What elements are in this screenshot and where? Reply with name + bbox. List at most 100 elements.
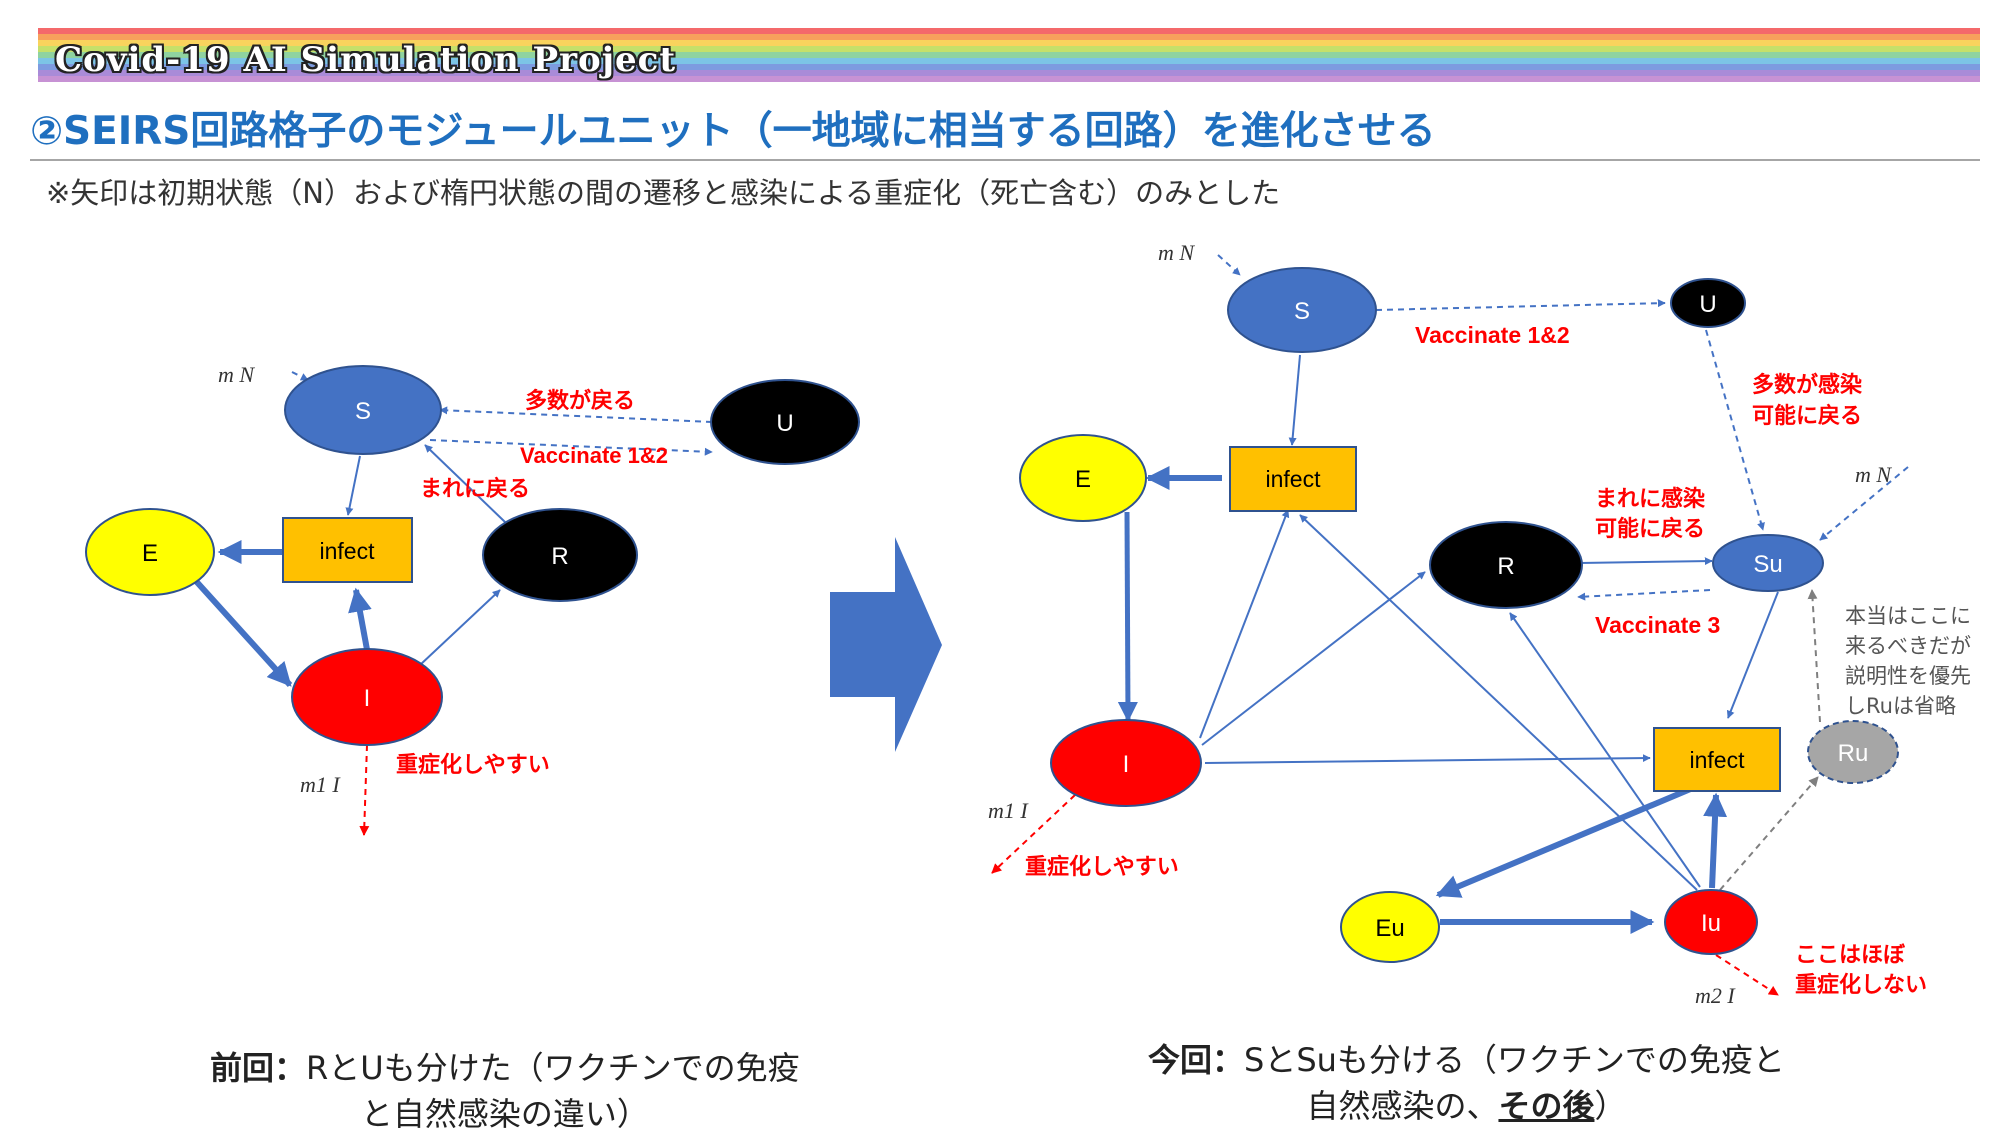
right-edge-s-infect	[1288, 354, 1301, 446]
right-rarely-severe-label-1: ここはほぼ	[1795, 943, 1906, 968]
right-rarely-severe-label-2: 重症化しない	[1795, 972, 1927, 998]
left-vaccinate-label: Vaccinate 1&2	[520, 443, 668, 468]
left-edge-s-infect	[345, 455, 361, 516]
caption-current-line2c: ）	[1594, 1087, 1627, 1125]
right-node-eu	[1340, 891, 1440, 963]
left-label-s: S	[355, 398, 371, 425]
right-node-e	[1019, 434, 1147, 522]
left-label-u: U	[776, 410, 793, 437]
left-edge-e-i	[192, 577, 293, 688]
right-node-su	[1712, 534, 1824, 592]
right-edge-i-infect	[1199, 509, 1290, 739]
right-diagram: S U E infect R Su I infect Ru Eu Iu m N …	[988, 240, 1971, 1008]
caption-current: 今回：SとSuも分ける（ワクチンでの免疫と 自然感染の、その後）	[1148, 1037, 1785, 1129]
right-label-u: U	[1699, 291, 1716, 318]
right-label-ru: Ru	[1838, 740, 1869, 767]
right-return-many-label-1: 多数が感染	[1752, 372, 1862, 398]
right-note-line-3: 説明性を優先	[1845, 664, 1971, 688]
right-edge-iu-infect	[1299, 514, 1698, 891]
caption-current-line1: SとSuも分ける（ワクチンでの免疫と	[1244, 1041, 1785, 1079]
left-edge-r-s	[424, 444, 506, 523]
right-node-r	[1429, 521, 1583, 609]
left-edge-i-r	[419, 589, 501, 666]
right-node-ru	[1807, 720, 1899, 784]
left-edge-i-severe	[359, 744, 370, 836]
right-mn-right-label: m N	[1855, 462, 1892, 487]
right-note-line-2: 来るべきだが	[1845, 634, 1971, 658]
right-node-iu	[1664, 889, 1758, 955]
left-node-e	[85, 508, 215, 596]
left-mn-label: m N	[218, 362, 255, 387]
right-edge-mn-su	[1819, 466, 1909, 541]
right-edge-e-i	[1117, 511, 1138, 722]
right-note-line-1: 本当はここに	[1845, 604, 1971, 628]
right-m2i-label: m2 I	[1695, 983, 1736, 1008]
caption-previous: 前回：RとUも分けた（ワクチンでの免疫 と自然感染の違い）	[210, 1045, 800, 1137]
right-edge-infect2-eu	[1435, 782, 1702, 898]
left-node-u	[710, 379, 860, 465]
slide-note: ※矢印は初期状態（N）および楕円状態の間の遷移と感染による重症化（死亡含む）のみ…	[46, 176, 1281, 210]
slide-title: ②SEIRS回路格子のモジュールユニット（一地域に相当する回路）を進化させる	[30, 109, 1436, 154]
right-edge-i-severe	[991, 794, 1076, 874]
rainbow-header-bar	[38, 28, 1980, 82]
left-return-rare-label: まれに戻る	[420, 476, 530, 502]
left-m1i-label: m1 I	[300, 772, 341, 797]
right-label-iu: Iu	[1701, 910, 1721, 937]
right-vaccinate3-label: Vaccinate 3	[1595, 612, 1720, 638]
right-node-infect2	[1653, 727, 1781, 792]
left-edge-u-s	[439, 406, 713, 423]
right-edge-su-r	[1577, 589, 1711, 601]
right-mn-top-label: m N	[1158, 240, 1195, 265]
right-node-u	[1670, 278, 1746, 328]
right-label-su: Su	[1753, 551, 1782, 578]
caption-previous-bold: 前回：	[210, 1049, 307, 1087]
right-node-i	[1050, 719, 1202, 807]
right-label-s: S	[1294, 298, 1310, 325]
right-label-e: E	[1075, 466, 1091, 493]
right-edge-iu-r	[1509, 612, 1701, 888]
right-edge-mn-s	[1217, 254, 1241, 276]
right-severe-label: 重症化しやすい	[1025, 854, 1179, 880]
right-edge-u-su	[1705, 329, 1765, 531]
caption-previous-line2: と自然感染の違い）	[360, 1095, 649, 1133]
left-node-r	[482, 508, 638, 602]
transition-big-arrow	[830, 537, 942, 752]
right-edge-su-infect2	[1726, 591, 1779, 719]
left-severe-label: 重症化しやすい	[396, 752, 550, 778]
right-edge-iu-infect2	[1703, 792, 1728, 889]
left-return-many-label: 多数が戻る	[525, 388, 635, 414]
left-node-i	[291, 648, 443, 746]
right-return-many-label-2: 可能に戻る	[1752, 403, 1862, 429]
caption-current-line2a: 自然感染の、	[1306, 1087, 1499, 1125]
right-label-infect: infect	[1266, 466, 1322, 492]
left-label-infect: infect	[320, 538, 376, 564]
left-node-s	[284, 365, 442, 455]
right-edge-iu-severe	[1715, 954, 1779, 996]
right-label-r: R	[1497, 553, 1514, 580]
caption-previous-line1: RとUも分けた（ワクチンでの免疫	[306, 1049, 800, 1087]
caption-current-emphasis: その後	[1498, 1087, 1595, 1125]
left-label-r: R	[551, 543, 568, 570]
right-note-line-4: しRuは省略	[1845, 694, 1956, 718]
left-edge-s-u	[429, 439, 713, 456]
left-edge-i-infect	[348, 587, 372, 656]
left-node-infect	[282, 517, 413, 583]
right-m1i-label: m1 I	[988, 798, 1029, 823]
right-node-s	[1227, 267, 1377, 353]
project-header-title: Covid-19 AI Simulation Project	[55, 40, 677, 80]
right-edge-i-r	[1201, 571, 1426, 746]
right-edge-iu-ru	[1719, 776, 1819, 891]
right-label-eu: Eu	[1375, 915, 1404, 942]
right-edge-i-infect2	[1204, 754, 1651, 764]
right-edge-r-su	[1579, 557, 1713, 566]
right-rare-infectable-label-2: 可能に戻る	[1595, 516, 1705, 542]
left-edge-mn-s	[291, 371, 309, 381]
left-label-e: E	[142, 540, 158, 567]
right-label-i: I	[1123, 751, 1130, 778]
left-label-i: I	[364, 685, 371, 712]
right-label-infect2: infect	[1690, 747, 1746, 773]
right-vaccinate12-label: Vaccinate 1&2	[1415, 322, 1570, 348]
right-node-infect	[1229, 446, 1357, 512]
caption-current-bold: 今回：	[1148, 1041, 1245, 1079]
